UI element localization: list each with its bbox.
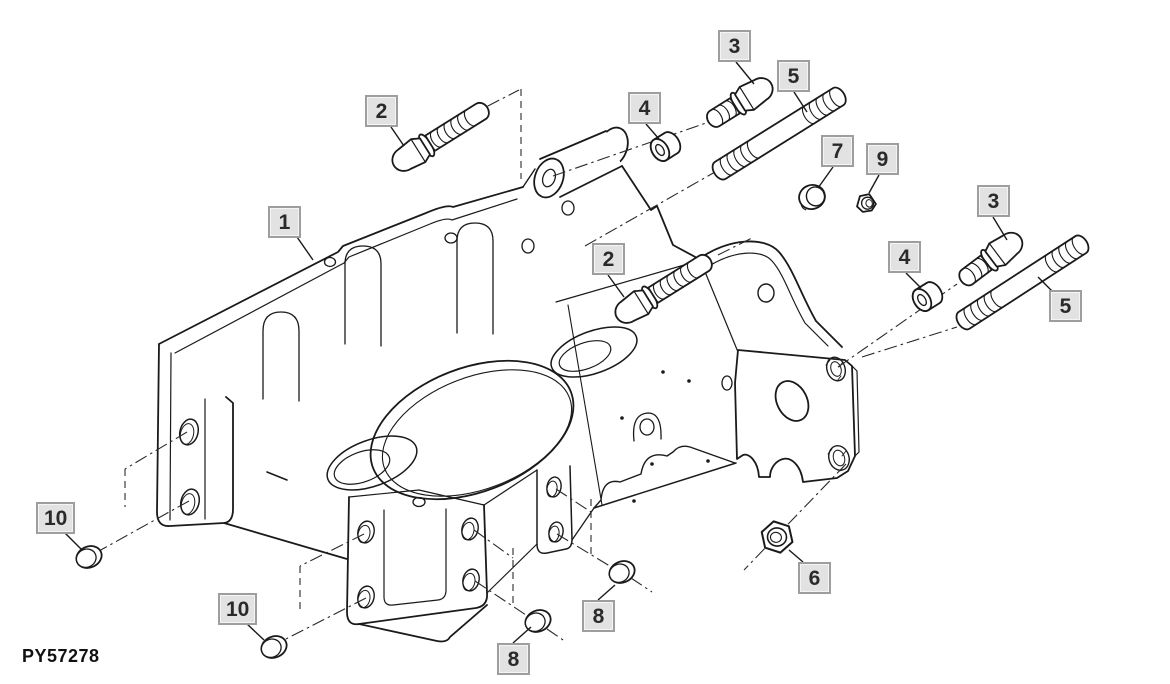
leader-line-10-15 (245, 622, 265, 641)
callout-7-5-bushing: 7 (821, 135, 854, 167)
callout-10-15-plug: 10 (218, 593, 258, 625)
leader-line-5-10 (1037, 276, 1053, 292)
flange-nut-4a (645, 127, 686, 166)
callout-2-1-cap-screw: 2 (365, 95, 398, 127)
leader-line-8-13 (597, 584, 616, 601)
cap-screw-2b (608, 247, 719, 331)
leader-line-6-11 (788, 549, 804, 563)
leader-line-4-9 (905, 272, 922, 289)
leader-line-7-5 (817, 166, 834, 189)
bushing-7 (795, 180, 829, 214)
callout-4-9-flange-nut: 4 (888, 241, 921, 273)
leader-line-3-8 (992, 216, 1008, 241)
frame-line-art (156, 126, 860, 643)
leader-line-10-14 (63, 531, 82, 550)
callout-2-7-cap-screw: 2 (592, 243, 625, 275)
flange-nut-4b (907, 277, 948, 316)
callout-1-0-support-frame: 1 (268, 206, 301, 238)
center-lines (98, 89, 958, 643)
leader-line-1-0 (296, 236, 314, 261)
callout-8-13-plug: 8 (582, 600, 615, 632)
leader-line-2-7 (607, 274, 625, 298)
leader-line-8-12 (512, 626, 532, 644)
callout-4-4-flange-nut: 4 (628, 92, 661, 124)
callout-3-8-cap-screw: 3 (977, 185, 1010, 217)
leader-line-4-4 (645, 123, 660, 140)
plug-8b (604, 556, 640, 588)
callout-3-2-cap-screw: 3 (718, 30, 751, 62)
callout-5-10-stud: 5 (1049, 290, 1082, 322)
callout-6-11-hex-nut: 6 (798, 562, 831, 594)
callout-9-6-flange-nut: 9 (866, 143, 899, 175)
nut-9 (854, 192, 878, 215)
leader-line-3-2 (735, 61, 755, 85)
callout-8-12-plug: 8 (497, 643, 530, 675)
callout-leader-lines (63, 61, 1053, 644)
cap-screw-3a (700, 70, 780, 135)
plug-10b (256, 631, 292, 663)
leader-line-9-6 (868, 174, 880, 194)
callout-10-14-plug: 10 (36, 502, 76, 534)
leader-line-5-3 (793, 91, 808, 113)
callout-5-3-stud: 5 (777, 60, 810, 92)
part-number: PY57278 (22, 646, 100, 666)
leader-line-2-1 (390, 126, 405, 147)
cap-screw-2a (385, 95, 496, 179)
